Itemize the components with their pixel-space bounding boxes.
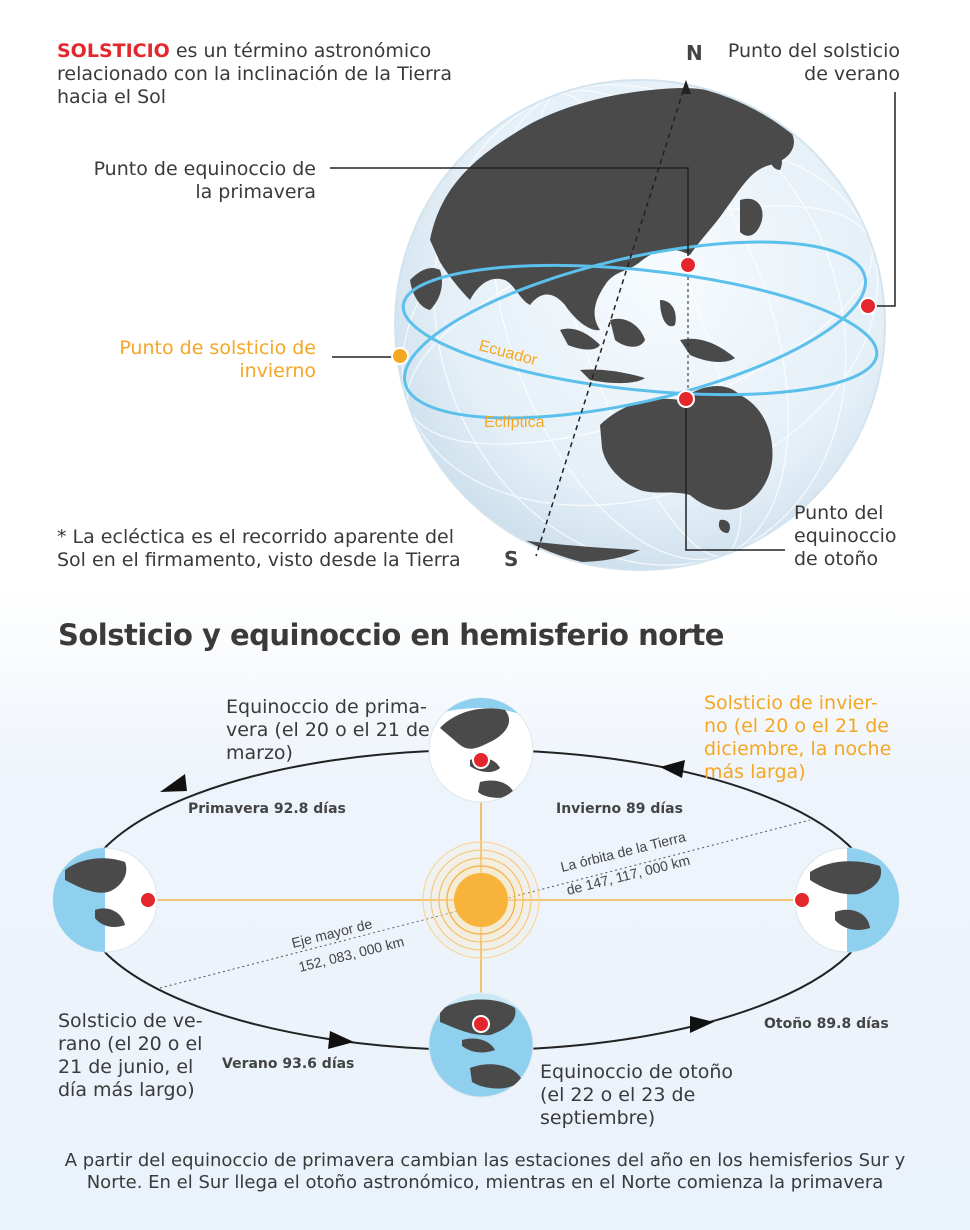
earth-axis (535, 81, 687, 557)
winter-solstice-point-label: Punto de solsticio de invierno (119, 337, 316, 382)
globe-autumn-equinox (428, 992, 534, 1098)
point-winter-solstice (391, 347, 409, 365)
conclusion-text: A partir del equinoccio de primavera cam… (64, 1150, 906, 1193)
north-label: N (686, 41, 703, 65)
leader-summer-solstice (870, 92, 896, 307)
leader-autumn-equinox (685, 400, 785, 551)
asia-landmass (430, 88, 794, 331)
point-summer-solstice (859, 297, 877, 315)
orbit-arrow-top-left (160, 774, 187, 792)
globe-winter-solstice (793, 847, 900, 953)
summer-solstice-point-label: Punto del solsticio de verano (727, 40, 900, 85)
ecliptic-label: Eclíptica (484, 414, 545, 431)
season-summer: Verano 93.6 días (222, 1056, 355, 1072)
autumn-equinox-point-label: Punto del equinoccio de otoño (794, 502, 897, 570)
intro-line2: relacionado con la inclinación de la Tie… (57, 63, 452, 85)
earth-globe (394, 79, 886, 571)
solsticio-highlight: SOLSTICIO (57, 40, 170, 62)
ecliptic-ring (402, 240, 868, 420)
globe-spring-equinox (428, 697, 534, 803)
point-spring-equinox (679, 256, 697, 274)
season-spring: Primavera 92.8 días (188, 801, 346, 817)
north-arrow-icon (681, 80, 691, 94)
orbit-section-title: Solsticio y equinoccio en hemisferio nor… (58, 618, 724, 652)
intro-line1: es un término astronómico (169, 40, 432, 62)
winter-solstice-label: Solsticio de invier- no (el 20 o el 21 d… (704, 692, 892, 783)
spring-equinox-label: Equinoccio de prima- vera (el 20 o el 21… (226, 696, 430, 764)
orbit-arrow-bottom-right (690, 1016, 714, 1033)
globe-summer-solstice (52, 847, 158, 953)
south-label: S (504, 547, 519, 571)
autumn-equinox-label: Equinoccio de otoño (el 22 o el 23 de se… (540, 1061, 734, 1129)
equator-ring (401, 263, 879, 397)
spring-equinox-point-label: Punto de equinoccio de la primavera (93, 158, 316, 203)
leader-spring-equinox (330, 167, 689, 262)
point-autumn-equinox (677, 390, 695, 408)
season-winter: Invierno 89 días (556, 801, 683, 817)
orbit-arrow-top-right (660, 760, 685, 778)
footnote: * La ecléctica es el recorrido aparente … (57, 526, 461, 571)
intro-line3: hacia el Sol (57, 86, 167, 108)
orbit-arrow-bottom-left (328, 1031, 354, 1049)
summer-solstice-label: Solsticio de ve- rano (el 20 o el 21 de … (58, 1010, 203, 1101)
sun (419, 838, 543, 962)
intro-text: SOLSTICIO es un término astronómico rela… (57, 40, 452, 109)
season-autumn: Otoño 89.8 días (764, 1016, 889, 1032)
